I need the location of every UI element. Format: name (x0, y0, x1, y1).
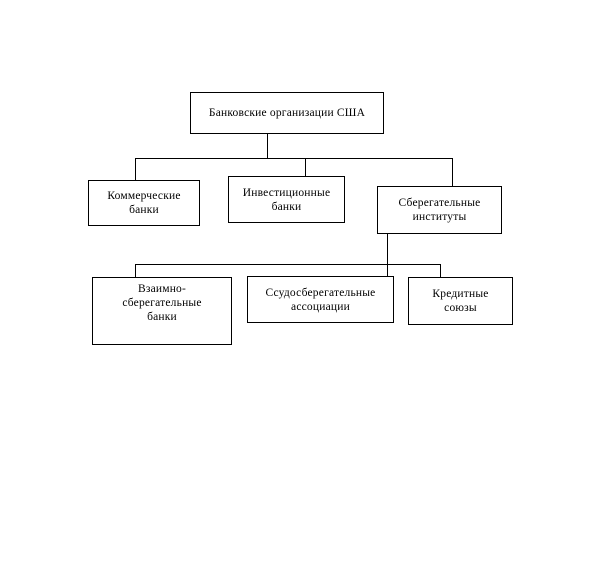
node-savings-institutions-label: Сберегательные институты (398, 197, 481, 223)
node-commercial-banks: Коммерческие банки (88, 180, 200, 226)
connector-drop-commercial (135, 158, 136, 180)
connector-level1-horizontal (135, 158, 453, 159)
node-investment-banks: Инвестиционные банки (228, 176, 345, 223)
connector-savings-drop (387, 234, 388, 277)
node-bank-organizations-usa: Банковские организации США (190, 92, 384, 134)
connector-drop-investment (305, 158, 306, 176)
connector-drop-credit (440, 264, 441, 277)
connector-root-drop (267, 134, 268, 159)
node-mutual-savings-banks-label: Взаимно- сберегательные банки (122, 283, 202, 323)
node-investment-banks-label: Инвестиционные банки (242, 186, 331, 213)
node-mutual-savings-banks: Взаимно- сберегательные банки (92, 277, 232, 345)
node-savings-institutions: Сберегательные институты (377, 186, 502, 234)
node-commercial-banks-label: Коммерческие банки (107, 190, 181, 216)
node-bank-organizations-usa-label: Банковские организации США (208, 107, 366, 119)
connector-level2-horizontal (135, 264, 441, 265)
node-savings-loan-associations: Ссудосберегательные ассоциации (247, 276, 394, 323)
node-credit-unions: Кредитные союзы (408, 277, 513, 325)
node-savings-loan-associations-label: Ссудосберегательные ассоциации (265, 286, 376, 313)
connector-drop-savings (452, 158, 453, 186)
node-credit-unions-label: Кредитные союзы (432, 288, 489, 314)
connector-drop-mutual (135, 264, 136, 277)
